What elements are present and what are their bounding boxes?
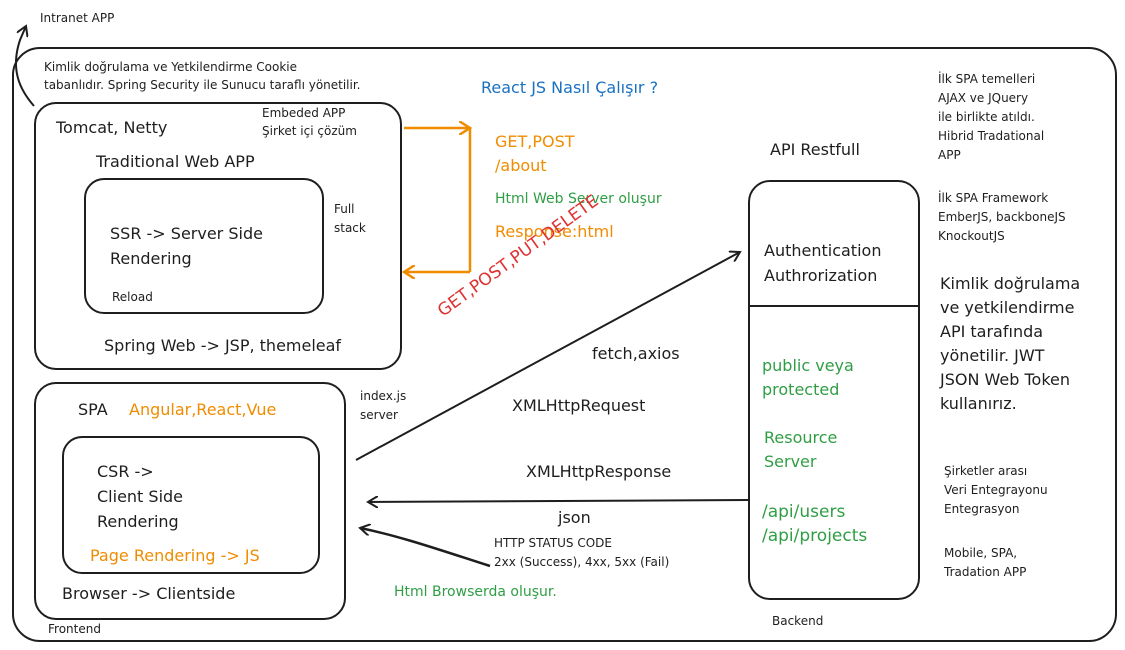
browser-clientside: Browser -> Clientside [62, 584, 236, 603]
spa-framework-line-3: KnockoutJS [938, 229, 1005, 243]
status-line-2: 2xx (Success), 4xx, 5xx (Fail) [494, 555, 670, 569]
xml-request-label: XMLHttpRequest [512, 396, 646, 415]
traditional-app-box [34, 102, 402, 370]
spa-history-line-3: ile birlikte atıldı. [938, 110, 1035, 124]
spa-history-line-2: AJAX ve JQuery [938, 91, 1029, 105]
page-rendering: Page Rendering -> JS [90, 546, 260, 565]
fetch-label: fetch,axios [592, 344, 680, 363]
ssr-line-2: Rendering [110, 249, 192, 268]
access-line-1: public veya [762, 356, 854, 375]
csr-box [62, 436, 320, 574]
react-title: React JS Nasıl Çalışır ? [481, 78, 659, 97]
reload-label: Reload [112, 290, 153, 304]
request-method: GET,POST [495, 132, 575, 151]
embedded-line-1: Embeded APP [262, 106, 346, 120]
request-path: /about [495, 156, 547, 175]
spring-label: Spring Web -> JSP, themeleaf [104, 336, 342, 355]
index-js-line-1: index.js [360, 389, 407, 403]
spa-framework-line-1: İlk SPA Framework [938, 191, 1049, 205]
jwt-line-6: kullanırız. [940, 394, 1017, 413]
jwt-line-2: ve yetkilendirme [940, 298, 1075, 317]
integration-line-1: Şirketler arası [944, 464, 1028, 478]
csr-line-1: CSR -> [97, 462, 154, 481]
index-js-line-2: server [360, 408, 398, 422]
spa-history-line-5: APP [938, 148, 961, 162]
status-line-1: HTTP STATUS CODE [494, 536, 613, 550]
auth-note-line-1: Kimlik doğrulama ve Yetkilendirme Cookie [44, 60, 298, 74]
spa-frameworks: Angular,React,Vue [129, 400, 277, 419]
full-stack-line-2: stack [334, 221, 366, 235]
spa-label: SPA [78, 400, 108, 419]
frontend-label: Frontend [48, 622, 101, 636]
auth-note-line-2: tabanlıdır. Spring Security ile Sunucu t… [44, 78, 361, 92]
traditional-title: Traditional Web APP [96, 152, 255, 171]
full-stack-line-1: Full [334, 202, 355, 216]
endpoint-users: /api/users [762, 502, 846, 522]
auth-line-1: Authentication [764, 241, 882, 260]
auth-line-2: Authrorization [764, 266, 878, 285]
spa-history-line-1: İlk SPA temelleri [938, 72, 1036, 86]
spa-history-line-4: Hibrid Tradational [938, 129, 1045, 143]
backend-label: Backend [772, 614, 824, 628]
api-box [748, 180, 920, 600]
json-label: json [558, 508, 591, 527]
resource-line-1: Resource [764, 428, 838, 447]
spa-framework-line-2: EmberJS, backboneJS [938, 210, 1066, 224]
html-browser-note: Html Browserda oluşur. [394, 584, 557, 600]
resource-line-2: Server [764, 452, 817, 471]
server-label: Tomcat, Netty [56, 118, 168, 137]
embedded-line-2: Şirket içi çözüm [262, 124, 357, 138]
access-line-2: protected [762, 380, 840, 399]
csr-line-2: Client Side [97, 487, 184, 506]
platforms-line-2: Tradation APP [944, 565, 1027, 579]
response-html: Response:html [495, 222, 614, 241]
spa-box [34, 382, 346, 620]
jwt-line-4: yönetilir. JWT [940, 346, 1045, 365]
csr-line-3: Rendering [97, 512, 179, 531]
jwt-line-5: JSON Web Token [940, 370, 1071, 389]
server-build-note: Html Web Server oluşur [495, 191, 662, 207]
integration-line-3: Entegrasyon [944, 502, 1020, 516]
ssr-line-1: SSR -> Server Side [110, 224, 263, 243]
integration-line-2: Veri Entegrayonu [944, 483, 1048, 497]
ssr-box [84, 178, 324, 314]
intranet-label: Intranet APP [40, 11, 115, 25]
jwt-line-1: Kimlik doğrulama [940, 274, 1081, 293]
endpoint-projects: /api/projects [762, 526, 868, 546]
intranet-frame [12, 47, 1117, 642]
xml-response-label: XMLHttpResponse [526, 462, 672, 481]
api-title: API Restfull [770, 140, 860, 159]
jwt-line-3: API tarafında [940, 322, 1044, 341]
platforms-line-1: Mobile, SPA, [944, 546, 1018, 560]
